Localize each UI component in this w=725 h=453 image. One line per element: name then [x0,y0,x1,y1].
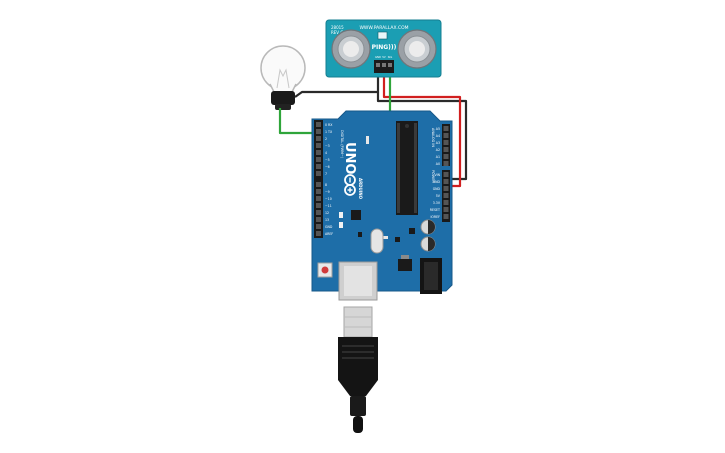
power-pin-labels: VIN GND GND 5V 3.3V RESET IOREF [430,173,441,219]
ultrasonic-transducer-icon [331,29,371,69]
wire-black-2[interactable] [376,92,468,181]
pin-label: ~9 [325,190,330,194]
analog-pin-holes [443,126,449,166]
smd [409,228,415,234]
pin-label: A4 [436,134,440,138]
digital-header [314,120,323,238]
pin-label: ~11 [325,204,332,208]
pin-label: A0 [436,162,440,166]
usb-cable-icon[interactable] [338,306,378,433]
pin-label: VIN [434,173,440,177]
pin-label: 3.3V [433,201,441,205]
bulb-neck [269,83,297,93]
sensor-title: PING))) [372,44,397,51]
chip-notch [405,124,409,128]
wire-red[interactable] [382,75,462,188]
ic-chip [351,210,361,220]
board-brand: ARDUINO [358,178,363,200]
arduino-board[interactable]: 0 RX 1 TX 2 ~3 4 ~5 ~6 7 8 ~9 ~10 ~11 12… [311,110,453,301]
pin-label: ~10 [325,197,332,201]
wire-black[interactable] [294,75,380,98]
bulb-filament [276,68,290,89]
smd [358,232,362,237]
bulb-base [275,104,291,110]
analog-label: ANALOG IN [431,128,435,147]
pin-label: A1 [436,155,440,159]
bulb-socket [271,91,295,105]
led [339,212,343,218]
usb-strain-relief [350,396,366,416]
pin-label: A3 [436,141,440,145]
smd [366,136,369,144]
chip-socket-pins [397,123,400,213]
pin-label: ~3 [325,144,330,148]
pin-label: A2 [436,148,440,152]
smd [380,236,388,239]
pin-label: 2 [325,137,327,141]
sensor-pin-gnd: GND [375,55,381,59]
pin-label: 5V [436,194,441,198]
pin-label: 0 RX [325,123,333,127]
pin-label: GND [433,187,441,191]
pin-label: 4 [325,151,327,155]
microcontroller [396,121,418,215]
usb-cord [353,416,363,433]
pin-label: 1 TX [325,130,333,134]
sensor-crystal [377,31,388,40]
digital-label: DIGITAL (PWM~) [340,130,344,159]
sensor-part-2: REV C [331,30,343,35]
sensor-pin-sig: SIG [388,55,392,59]
wire-green-bulb[interactable] [278,108,322,135]
led [339,222,343,228]
digital-pin-holes [316,122,321,236]
ultrasonic-transducer-icon [397,29,437,69]
analog-pin-labels: A5 A4 A3 A2 A1 A0 [436,127,440,166]
crystal-oscillator [370,228,384,254]
sensor-pin-5v: 5V [382,55,386,59]
power-label: POWER [431,170,435,183]
power-pin-holes [443,172,449,219]
capacitor [420,236,436,252]
pin-label: 13 [325,218,329,222]
pin-label: A5 [436,127,440,131]
capacitor [420,219,436,235]
pin-label: 12 [325,211,329,215]
pin-label: GND [433,180,441,184]
bulb-glass [260,45,306,91]
voltage-regulator [398,259,412,271]
smd [395,237,400,242]
pin-label: 7 [325,172,327,176]
pin-label: AREF [325,232,333,236]
sensor-part-1: 28015 [331,25,344,30]
pin-label: ~5 [325,158,330,162]
pin-label: RESET [430,208,440,212]
sensor-url: WWW.PARALLAX.COM [359,25,408,31]
pin-label: GND [325,225,333,229]
pin-label: 8 [325,183,327,187]
pin-label: ~6 [325,165,330,169]
reset-button[interactable] [317,262,333,278]
usb-metal-plug [343,306,373,338]
ultrasonic-sensor[interactable]: WWW.PARALLAX.COM 28015 REV C PING))) GND… [325,19,442,78]
pin-label: IOREF [430,215,440,219]
board-name: UNO [342,142,357,175]
arduino-logo-icon [344,174,356,196]
digital-pin-labels: 0 RX 1 TX 2 ~3 4 ~5 ~6 7 8 ~9 ~10 ~11 12… [325,123,333,236]
chip-socket-pins [414,123,417,213]
lightbulb-icon[interactable] [260,45,306,110]
